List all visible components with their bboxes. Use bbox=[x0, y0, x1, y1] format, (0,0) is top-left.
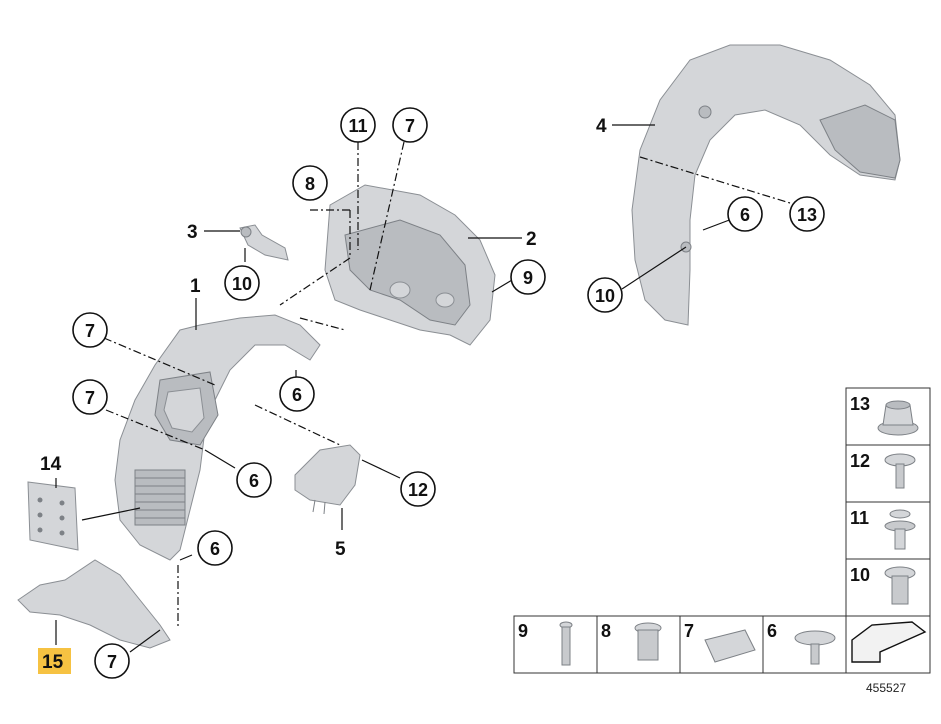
callout-6-right: 6 bbox=[740, 205, 750, 225]
nut-icon bbox=[877, 400, 919, 436]
arrow-icon bbox=[851, 621, 927, 663]
legend-label-6: 6 bbox=[767, 621, 777, 641]
screw-icon bbox=[884, 453, 916, 489]
part-4-rear-wheel-arch-liner[interactable] bbox=[631, 44, 901, 326]
callout-3: 3 bbox=[187, 222, 198, 243]
callout-15[interactable]: 15 bbox=[42, 652, 64, 673]
callout-1: 1 bbox=[190, 276, 201, 297]
callout-5: 5 bbox=[335, 539, 346, 560]
long-screw-icon bbox=[559, 621, 573, 666]
speed-nut-icon bbox=[704, 629, 756, 663]
callout-7-left-lower: 7 bbox=[85, 388, 95, 408]
legend-fastener-column: 13 12 11 10 bbox=[845, 387, 931, 617]
part-3-bracket[interactable] bbox=[239, 224, 289, 261]
callout-13: 13 bbox=[797, 205, 817, 225]
callout-10-left: 10 bbox=[232, 274, 252, 294]
callout-9: 9 bbox=[523, 268, 533, 288]
legend-label-8: 8 bbox=[601, 621, 611, 641]
callout-2: 2 bbox=[526, 229, 537, 250]
expanding-rivet-icon bbox=[884, 509, 916, 550]
legend-label-11: 11 bbox=[850, 508, 869, 528]
callout-14: 14 bbox=[40, 454, 62, 475]
part-15-lower-trim[interactable] bbox=[17, 559, 171, 649]
leader-lines bbox=[55, 124, 791, 653]
legend-label-13: 13 bbox=[850, 394, 870, 414]
callout-circles bbox=[72, 107, 825, 679]
callout-8: 8 bbox=[305, 174, 315, 194]
part-1-front-wheel-arch-liner[interactable] bbox=[114, 314, 321, 561]
diagram-id: 455527 bbox=[866, 681, 906, 695]
callout-15-highlight bbox=[38, 648, 71, 674]
callout-12: 12 bbox=[408, 480, 428, 500]
callout-7-top: 7 bbox=[405, 116, 415, 136]
plug-nut-icon bbox=[884, 566, 916, 605]
callout-6-mid: 6 bbox=[292, 385, 302, 405]
legend-label-9: 9 bbox=[518, 621, 528, 641]
square-nut-icon bbox=[634, 622, 662, 661]
legend-label-7: 7 bbox=[684, 621, 694, 641]
callout-7-bottom: 7 bbox=[107, 652, 117, 672]
callout-6-lower: 6 bbox=[249, 471, 259, 491]
part-2-wheel-arch-liner[interactable] bbox=[324, 184, 496, 346]
part-5-cover[interactable] bbox=[294, 444, 361, 515]
legend-label-10: 10 bbox=[850, 565, 870, 585]
part-14-plate[interactable] bbox=[27, 481, 79, 551]
callout-11: 11 bbox=[348, 116, 367, 136]
legend-label-12: 12 bbox=[850, 451, 870, 471]
flange-screw-icon bbox=[794, 630, 836, 665]
legend-fastener-row: 9 8 7 6 bbox=[513, 615, 931, 674]
callout-10-right: 10 bbox=[595, 286, 615, 306]
callout-6-bottom: 6 bbox=[210, 539, 220, 559]
callout-4: 4 bbox=[596, 116, 607, 137]
callout-7-left-upper: 7 bbox=[85, 321, 95, 341]
